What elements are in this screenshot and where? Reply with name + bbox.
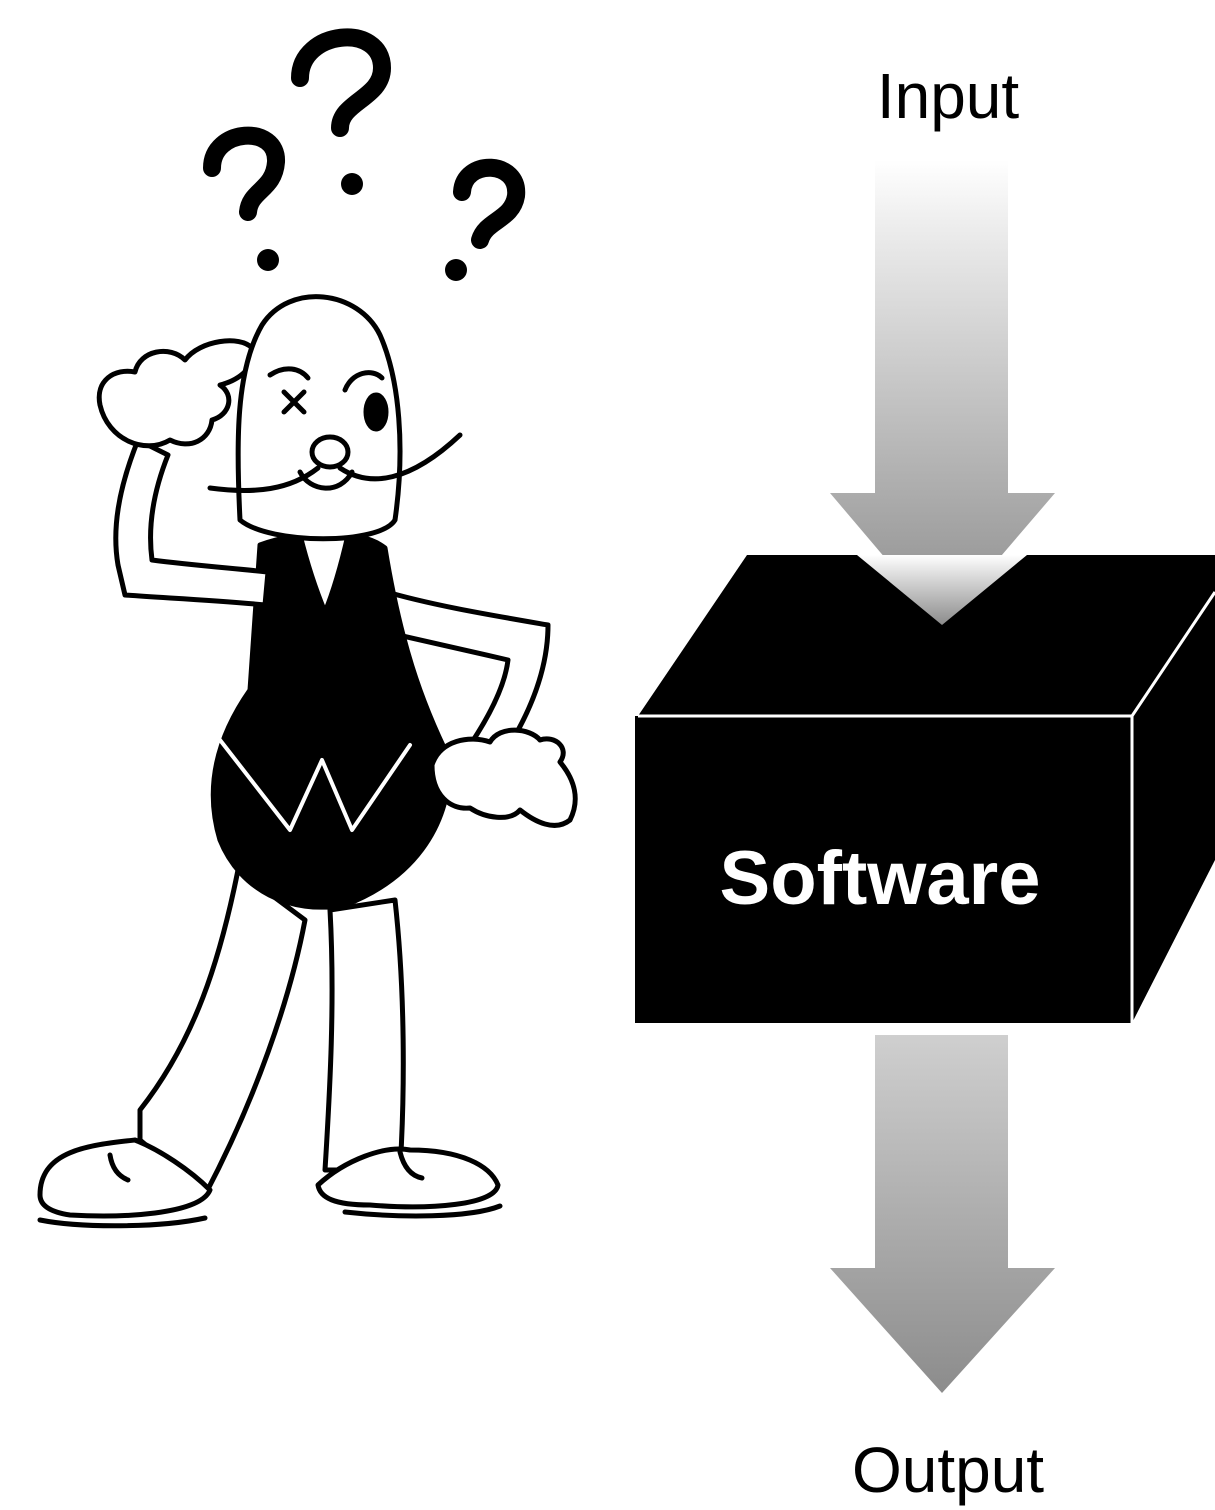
software-box (635, 555, 1215, 1023)
question-mark-icon (212, 37, 516, 240)
man-shoes (40, 1140, 500, 1226)
output-arrow (830, 1035, 1055, 1393)
man-legs (140, 870, 403, 1195)
man-eye-open (366, 395, 386, 429)
output-label: Output (852, 1434, 1044, 1506)
input-label: Input (877, 60, 1020, 132)
man-left-hand (99, 341, 253, 446)
confused-man-icon (40, 297, 575, 1226)
question-mark-dots (257, 173, 467, 281)
software-label: Software (720, 836, 1041, 921)
man-right-hand (432, 730, 575, 825)
man-nose (312, 437, 348, 467)
